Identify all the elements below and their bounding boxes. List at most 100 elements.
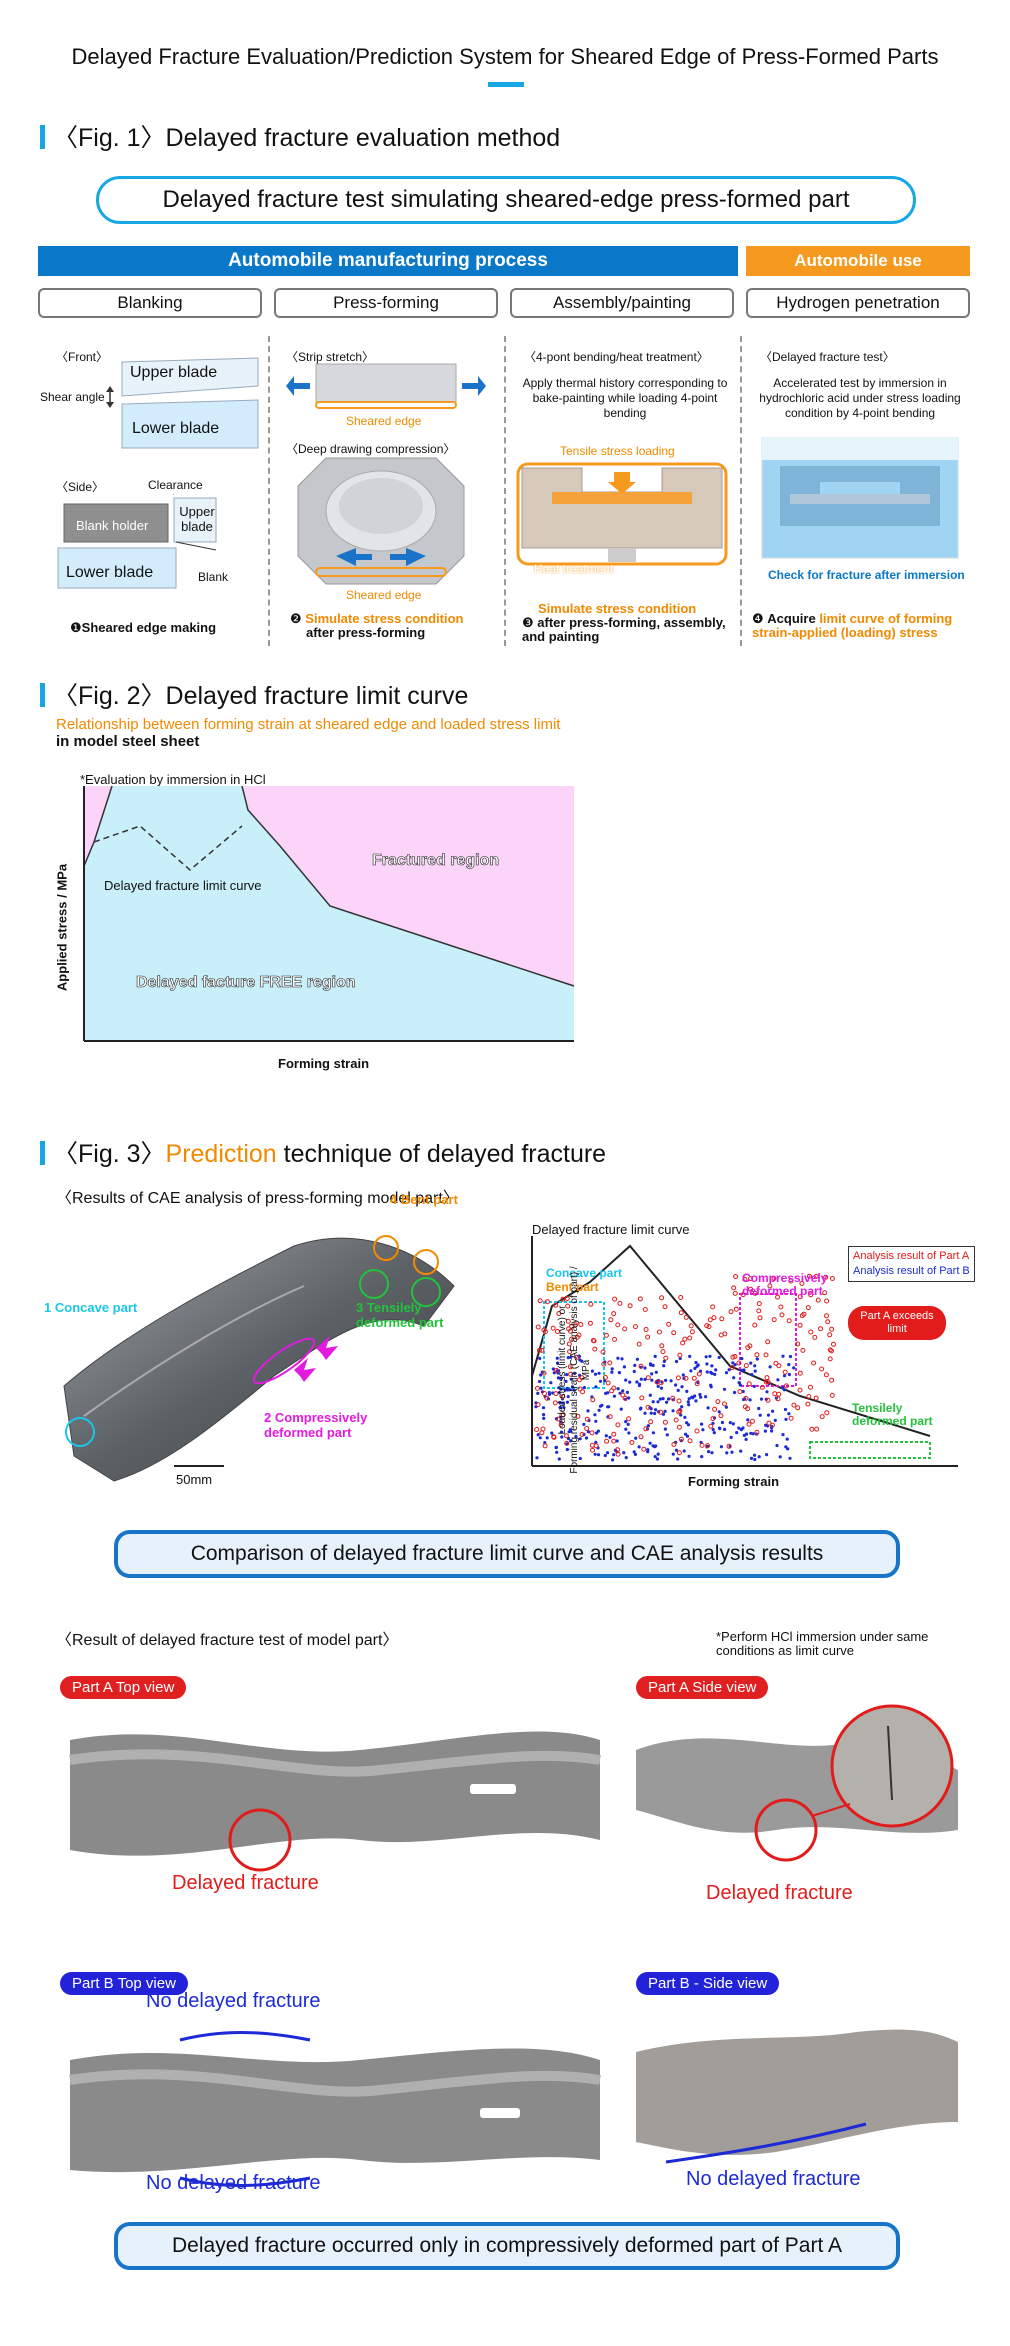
part-b-point [680,1385,684,1389]
part-a-point [569,1336,575,1342]
strip-stretch-diagram [286,363,486,409]
tensile-label: Tensile stress loading [560,444,675,458]
part-a-point [678,1436,684,1442]
part-a-point [752,1322,758,1328]
part-b-point [651,1444,655,1448]
part-b-point [540,1390,544,1394]
part-a-point [553,1391,559,1397]
part-b-point [690,1395,694,1399]
part-a-point [535,1402,541,1408]
part-b-point [545,1436,549,1440]
part-a-point [694,1428,700,1434]
part-b-point [573,1371,577,1375]
part-a-point [617,1300,623,1306]
part-b-point [684,1432,688,1436]
step-press-forming: Press-forming [274,288,498,318]
page-title: Delayed Fracture Evaluation/Prediction S… [71,44,939,69]
part-a-point [611,1311,617,1317]
part-b-point [752,1384,756,1388]
part-b-point [781,1354,785,1358]
part-a-point [676,1398,682,1404]
part-a-point [615,1422,621,1428]
part-a-point [637,1296,643,1302]
chart-compress-label: Compressively deformed part [742,1271,828,1298]
part-b-point [624,1427,628,1431]
part-b-point [606,1451,610,1455]
part-b-point [541,1406,546,1410]
part-a-point [602,1375,608,1380]
part-a-point [687,1438,693,1444]
part-a-point [540,1426,546,1432]
part-b-point [624,1378,628,1382]
part-b-point [788,1456,792,1460]
part-b-point [689,1369,693,1373]
part-a-point [705,1443,711,1449]
fig2-subtitle: Relationship between forming strain at s… [56,716,561,750]
part-b-point [714,1368,718,1372]
part-b-point [643,1411,647,1415]
part-a-point [829,1326,835,1332]
part-a-point [658,1409,664,1415]
part-b-point [679,1413,683,1417]
part-a-point [554,1329,560,1334]
part-b-point [655,1457,659,1461]
part-b-point [731,1422,735,1426]
part-b-point [597,1371,601,1375]
part-a-point [752,1290,758,1296]
part-a-point [683,1375,689,1381]
part-b-point [604,1434,608,1438]
delayed-fracture-label-2: Delayed fracture [706,1882,853,1904]
part-b-point [676,1457,680,1461]
part-a-point [756,1308,762,1314]
part-b-point [539,1373,543,1377]
chart-xlabel: Forming strain [688,1474,780,1489]
part-a-point [795,1341,801,1347]
part-a-point [814,1426,820,1432]
part-a-point [722,1401,727,1407]
part-a-point [715,1399,721,1405]
part-b-point [569,1377,573,1381]
part-a-point [589,1442,595,1448]
part-a-point [662,1304,668,1310]
part-a-point [775,1294,781,1300]
part-b-point [765,1453,769,1457]
part-b-point [678,1356,682,1361]
part-a-top-tag: Part A Top view [60,1676,187,1699]
free-region-label: Delayed facture FREE region [136,974,356,992]
part-a-point [677,1408,683,1414]
part-a-point [605,1380,611,1386]
part-b-point [662,1359,666,1363]
part-b-point [653,1455,657,1459]
part-a-point [710,1304,716,1310]
part-b-point [665,1433,669,1437]
part-a-point [707,1317,713,1323]
part-a-point [783,1383,789,1389]
part-a-point [682,1336,688,1342]
part-a-point [812,1334,818,1340]
part-a-point [542,1329,548,1335]
part-a-point [782,1369,788,1375]
cae-scatter-chart [531,1236,958,1467]
deep-drawing-diagram [297,457,465,585]
part-b-point [621,1389,625,1393]
part-a-point [600,1349,606,1355]
part-b-point [562,1406,566,1410]
part-b-point [606,1391,610,1395]
part-a-side-photo [636,1704,958,1862]
part-a-point [799,1281,805,1286]
part-a-point [788,1278,794,1284]
part-b-point [574,1434,578,1438]
part-a-point [827,1356,833,1362]
part-a-point [829,1392,835,1398]
part-b-point [570,1385,575,1389]
part-b-point [680,1405,684,1409]
part-b-point [700,1455,704,1459]
part-a-point [829,1377,835,1383]
check-label: Check for fracture after immersion [768,568,965,582]
part-b-point [732,1376,736,1380]
part-a-point [641,1446,647,1452]
part-a-point [568,1371,574,1377]
part-b-point [564,1379,568,1383]
part-b-point [536,1391,540,1395]
part-a-point [666,1321,672,1327]
